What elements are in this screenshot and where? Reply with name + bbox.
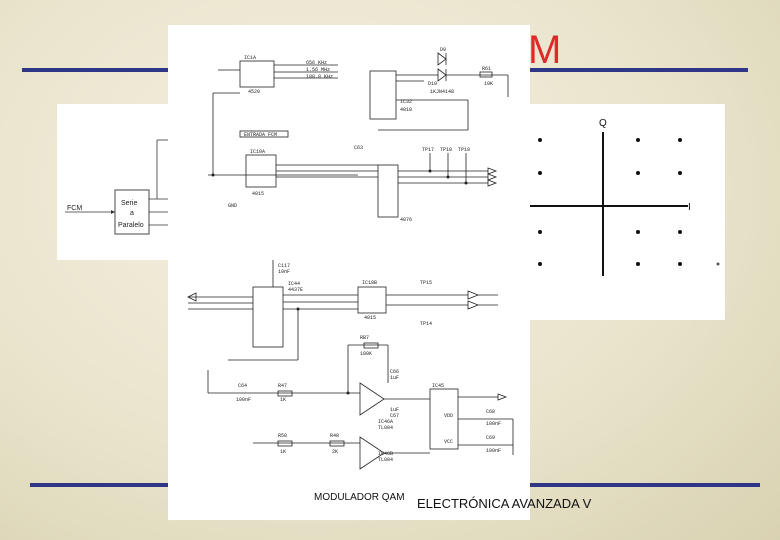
label-4437e: 4437E (288, 287, 303, 293)
constellation-point (678, 262, 682, 266)
block-label-line-1: Serie (121, 200, 137, 207)
label-c117: C117 (278, 263, 290, 269)
constellation-point (538, 262, 542, 266)
label-c63: C63 (354, 145, 363, 151)
label-100nf-c: 100nF (236, 397, 251, 403)
label-tl084-a: TL084 (378, 425, 393, 431)
label-vdd: VDD (444, 413, 453, 419)
label-c64: C64 (238, 383, 247, 389)
constellation-diagram: Q I (528, 118, 720, 276)
axis-i-label: I (688, 202, 691, 213)
label-1k-b: 1K (280, 449, 286, 455)
label-1uf-a: 1uF (390, 375, 399, 381)
constellation-point (716, 262, 720, 266)
label-4015-a: 4015 (252, 191, 264, 197)
label-c67: C67 (390, 413, 399, 419)
label-vcc: VCC (444, 439, 453, 445)
label-ic44: IC44 (288, 281, 300, 287)
constellation-point (636, 171, 640, 175)
label-1888khz: 188.8 KHz (306, 74, 333, 80)
label-ic10a: IC10A (250, 149, 265, 155)
footer-course-title: ELECTRÓNICA AVANZADA V (417, 496, 592, 511)
constellation-point (678, 230, 682, 234)
label-d10: D10 (428, 81, 437, 87)
constellation-point (636, 138, 640, 142)
label-r61: R61 (482, 66, 491, 72)
label-1uf-b: 1uF (390, 407, 399, 413)
constellation-panel: Q I (528, 104, 725, 320)
block-label-line-2: a (130, 210, 134, 217)
label-ic46a: IC46A (378, 419, 393, 425)
label-ic45: IC45 (432, 383, 444, 389)
label-tp15: TP15 (420, 280, 432, 286)
label-r47: R47 (278, 383, 287, 389)
slide-title-fragment: M (528, 28, 562, 72)
label-ic32: IC32 (400, 99, 412, 105)
label-656khz: 656 KHz (306, 60, 327, 66)
label-c69: C69 (486, 435, 495, 441)
label-tp19: TP19 (458, 147, 470, 153)
label-4018: 4018 (400, 107, 412, 113)
label-tp14: TP14 (420, 321, 432, 327)
label-156mhz: 1.56 MHz (306, 67, 330, 73)
label-2k: 2K (332, 449, 338, 455)
label-c68: C68 (486, 409, 495, 415)
constellation-point (678, 171, 682, 175)
label-180k: 180K (360, 351, 372, 357)
constellation-point (538, 171, 542, 175)
constellation-point (538, 138, 542, 142)
label-ic46b: IC46B (378, 451, 393, 457)
block-diagram-panel: FCM Serie a Paralelo (57, 104, 172, 260)
label-10k: 10K (484, 81, 493, 87)
label-4076: 4076 (400, 217, 412, 223)
constellation-point (636, 230, 640, 234)
label-10nf: 10nF (278, 269, 290, 275)
label-gnd: GND (228, 203, 237, 209)
label-c66: C66 (390, 369, 399, 375)
label-tl084-b: TL084 (378, 457, 393, 463)
label-4520: 4520 (248, 89, 260, 95)
label-d9: D9 (440, 47, 446, 53)
label-tp18: TP18 (440, 147, 452, 153)
label-ic1a: IC1A (244, 55, 256, 61)
label-r50: R50 (278, 433, 287, 439)
schematic-caption: MODULADOR QAM (314, 492, 405, 503)
label-100nf-a: 100nF (486, 421, 501, 427)
fcm-label: FCM (67, 205, 82, 212)
constellation-point (538, 230, 542, 234)
qam-modulator-schematic: IC1A 4520 656 KHz 1.56 MHz 188.8 KHz D9 … (168, 25, 530, 520)
block-label-line-3: Paralelo (118, 222, 144, 229)
label-1kjn4148: 1KJN4148 (430, 89, 454, 95)
label-100nf-b: 100nF (486, 448, 501, 454)
label-4015-b: 4015 (364, 315, 376, 321)
label-rb7: RB7 (360, 335, 369, 341)
label-entrada-fcm: ENTRADA FCM (244, 132, 277, 138)
block-diagram: FCM Serie a Paralelo (65, 139, 172, 235)
label-tp17: TP17 (422, 147, 434, 153)
label-1k-a: 1K (280, 397, 286, 403)
label-r48: R48 (330, 433, 339, 439)
label-ic18b: IC18B (362, 280, 377, 286)
constellation-point (636, 262, 640, 266)
constellation-point (678, 138, 682, 142)
schematic-drawing: IC1A 4520 656 KHz 1.56 MHz 188.8 KHz D9 … (187, 47, 514, 503)
axis-q-label: Q (599, 118, 607, 129)
